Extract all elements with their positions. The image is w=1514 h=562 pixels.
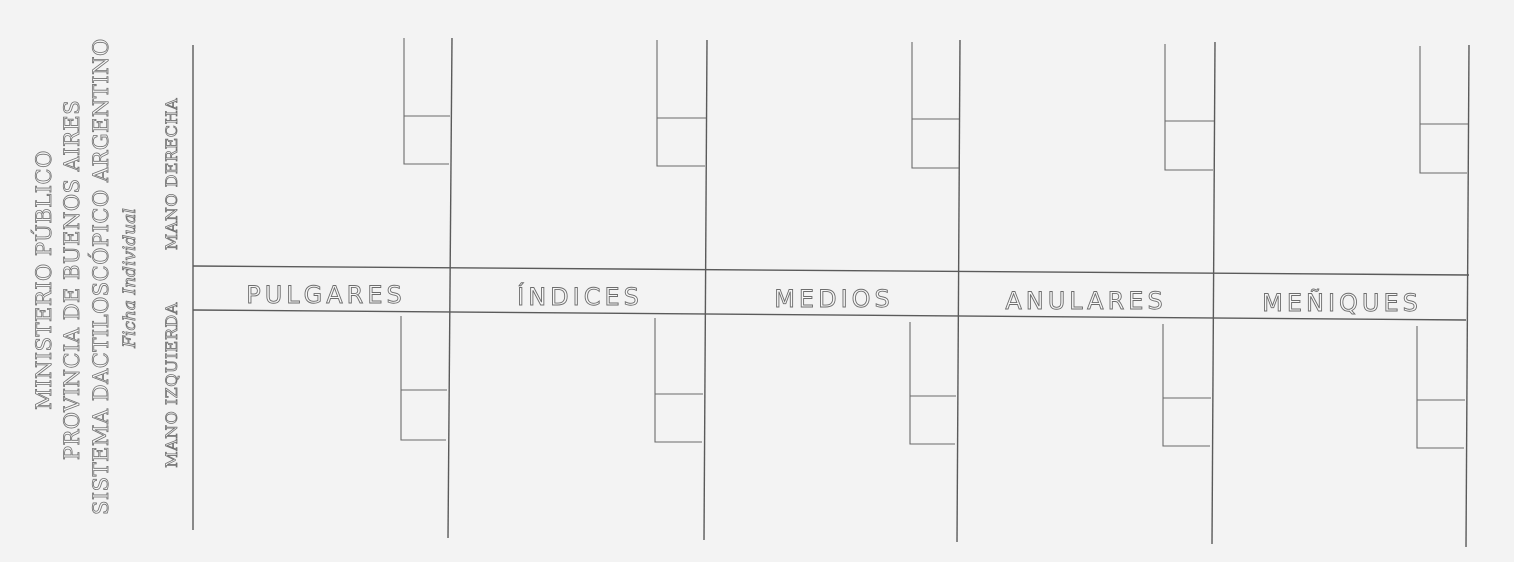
hand-label-left: MANO IZQUIERDA bbox=[162, 302, 182, 468]
finger-label-ring: ANULARES bbox=[1005, 287, 1167, 316]
header-ministry: MINISTERIO PÚBLICO bbox=[32, 150, 57, 410]
header-system: SISTEMA DACTILOSCÓPICO ARGENTINO bbox=[89, 38, 114, 515]
finger-label-little: MEÑIQUES bbox=[1262, 289, 1422, 318]
finger-label-index: ÍNDICES bbox=[517, 283, 643, 312]
finger-label-middle: MEDIOS bbox=[774, 285, 894, 314]
hand-label-right: MANO DERECHA bbox=[162, 97, 182, 251]
header-province: PROVINCIA DE BUENOS AIRES bbox=[60, 99, 85, 461]
finger-label-thumbs: PULGARES bbox=[246, 281, 406, 310]
header-individual-card: Ficha Individual bbox=[120, 208, 141, 348]
